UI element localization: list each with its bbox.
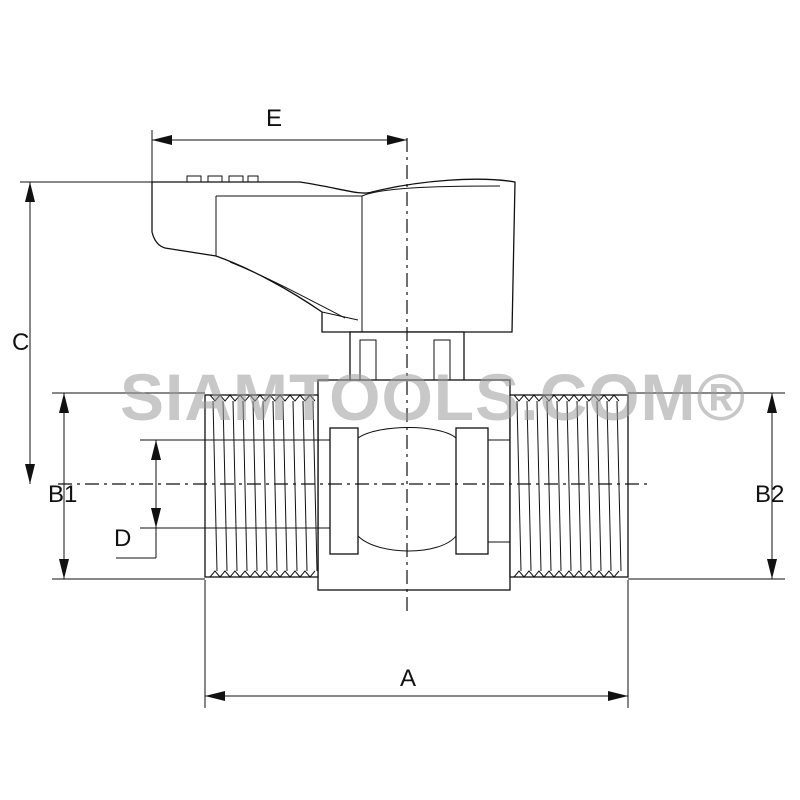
dimension-b1 [59,393,69,579]
thread-line [252,400,258,572]
dimension-e [152,135,407,145]
dimension-label-a: A [400,665,416,692]
dimension-d [116,440,161,559]
thread-line [546,400,552,572]
thread-line [292,400,298,572]
dimension-label-e: E [266,105,282,132]
thread-line [312,400,318,572]
dimension-c [25,182,35,484]
thread-line [232,400,238,572]
dimension-label-c: C [12,329,29,356]
thread-line [576,400,582,572]
thread-line [556,400,562,572]
dimension-label-b2: B2 [755,481,784,508]
ball-and-seats [329,427,511,555]
right-threaded-end [509,394,629,578]
dimension-label-d: D [114,525,131,552]
left-threaded-end [204,394,319,578]
thread-line [212,400,218,572]
thread-line [272,400,278,572]
thread-line [526,400,532,572]
dimension-label-b1: B1 [48,481,77,508]
thread-crest [209,570,316,578]
thread-line [302,400,308,572]
thread-line [242,400,248,572]
thread-line [616,400,622,572]
watermark-text: SIAMTOOLS.COM® [120,360,746,434]
thread-crest [513,394,620,402]
dimension-a [205,691,628,701]
extension-lines [20,130,785,708]
thread-line [606,400,612,572]
thread-line [566,400,572,572]
dimension-b2 [767,393,777,579]
thread-line [222,400,228,572]
thread-line [262,400,268,572]
thread-crest [209,394,316,402]
thread-line [516,400,522,572]
thread-line [596,400,602,572]
lever-handle [151,175,516,333]
thread-crest [513,570,620,578]
thread-line [282,400,288,572]
thread-line [536,400,542,572]
thread-line [586,400,592,572]
